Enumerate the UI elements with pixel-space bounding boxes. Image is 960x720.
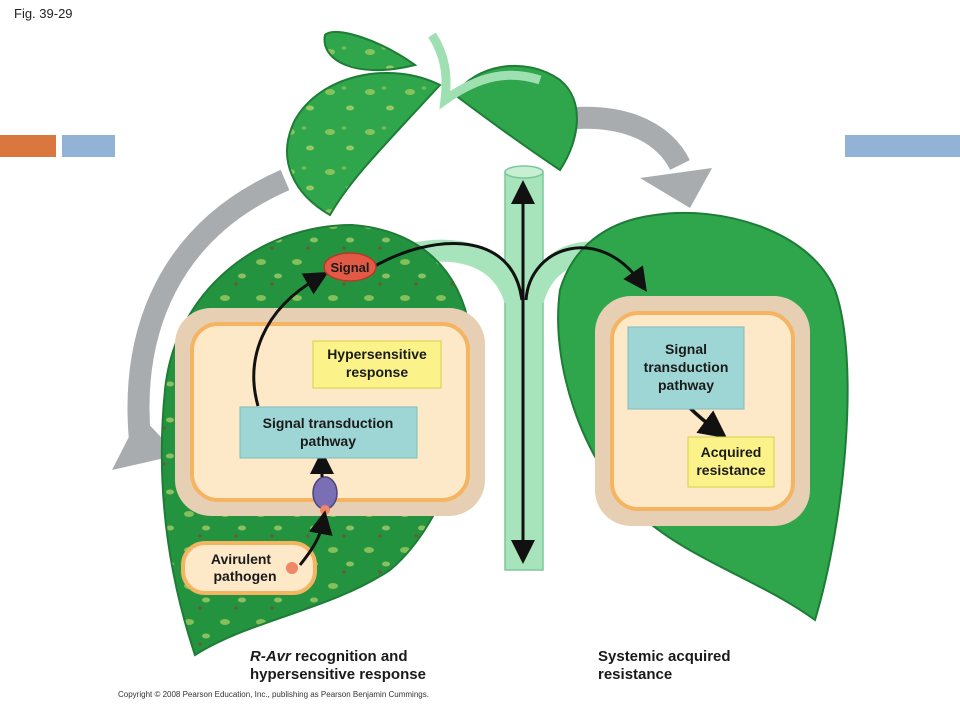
left-caption: R-Avr recognition and hypersensitive res…: [250, 648, 426, 684]
acquired-label-line2: resistance: [696, 462, 765, 478]
right-caption: Systemic acquired resistance: [598, 648, 731, 684]
hypersensitive-label-line2: response: [346, 364, 408, 380]
copyright-notice: Copyright © 2008 Pearson Education, Inc.…: [118, 690, 429, 699]
avirulent-label-line2: pathogen: [214, 568, 277, 584]
right-caption-line2: resistance: [598, 666, 673, 683]
right-transduction-label-line3: pathway: [658, 377, 714, 393]
stem-top-cap: [504, 165, 544, 179]
right-transduction-to-resistance-arrow: [688, 406, 728, 439]
blue-decor-bar-right: [845, 135, 960, 157]
orange-decor-bar: [0, 135, 56, 157]
left-transduction-label-line1: Signal transduction: [263, 415, 394, 431]
left-transduction-label-line2: pathway: [300, 433, 356, 449]
left-caption-italic: R-Avr: [250, 648, 291, 665]
figure-label: Fig. 39-29: [14, 6, 73, 21]
left-caption-line2: hypersensitive response: [250, 666, 426, 683]
bound-effector-icon: [320, 505, 330, 515]
top-small-leaf: [323, 30, 418, 72]
blue-decor-bar-left: [62, 135, 115, 157]
hypersensitive-response-box: [312, 340, 442, 389]
acquired-resistance-box: [687, 436, 775, 488]
avirulent-pathogen-box: [181, 541, 317, 595]
upper-stem: [428, 32, 542, 110]
right-transduction-box: [627, 326, 745, 410]
transduction-to-signal-arrow: [252, 272, 329, 407]
top-right-leaf: [453, 64, 578, 172]
stem-to-right-leaf-arrow: [524, 246, 647, 301]
receptor-protein-icon: [312, 476, 338, 510]
grey-curved-arrow-left: [127, 169, 290, 441]
left-caption-line1-rest: recognition and: [290, 648, 408, 665]
left-transduction-box: [239, 406, 418, 459]
acquired-label-line1: Acquired: [701, 444, 762, 460]
top-left-leaf: [286, 72, 442, 217]
grey-arrowhead-right: [640, 168, 712, 208]
signal-to-stem-arrow: [374, 242, 524, 301]
grey-curved-arrow-right: [574, 106, 690, 171]
pathogen-to-receptor-arrow: [298, 510, 333, 566]
right-transduction-label-line1: Signal: [665, 341, 707, 357]
pathogen-droplet-icon: [286, 562, 298, 574]
right-transduction-label-line2: transduction: [644, 359, 729, 375]
hypersensitive-label-line1: Hypersensitive: [327, 346, 427, 362]
right-caption-line1: Systemic acquired: [598, 648, 731, 665]
avirulent-label-line1: Avirulent: [211, 551, 271, 567]
signal-label: Signal: [330, 260, 369, 275]
signal-oval: [323, 252, 377, 282]
